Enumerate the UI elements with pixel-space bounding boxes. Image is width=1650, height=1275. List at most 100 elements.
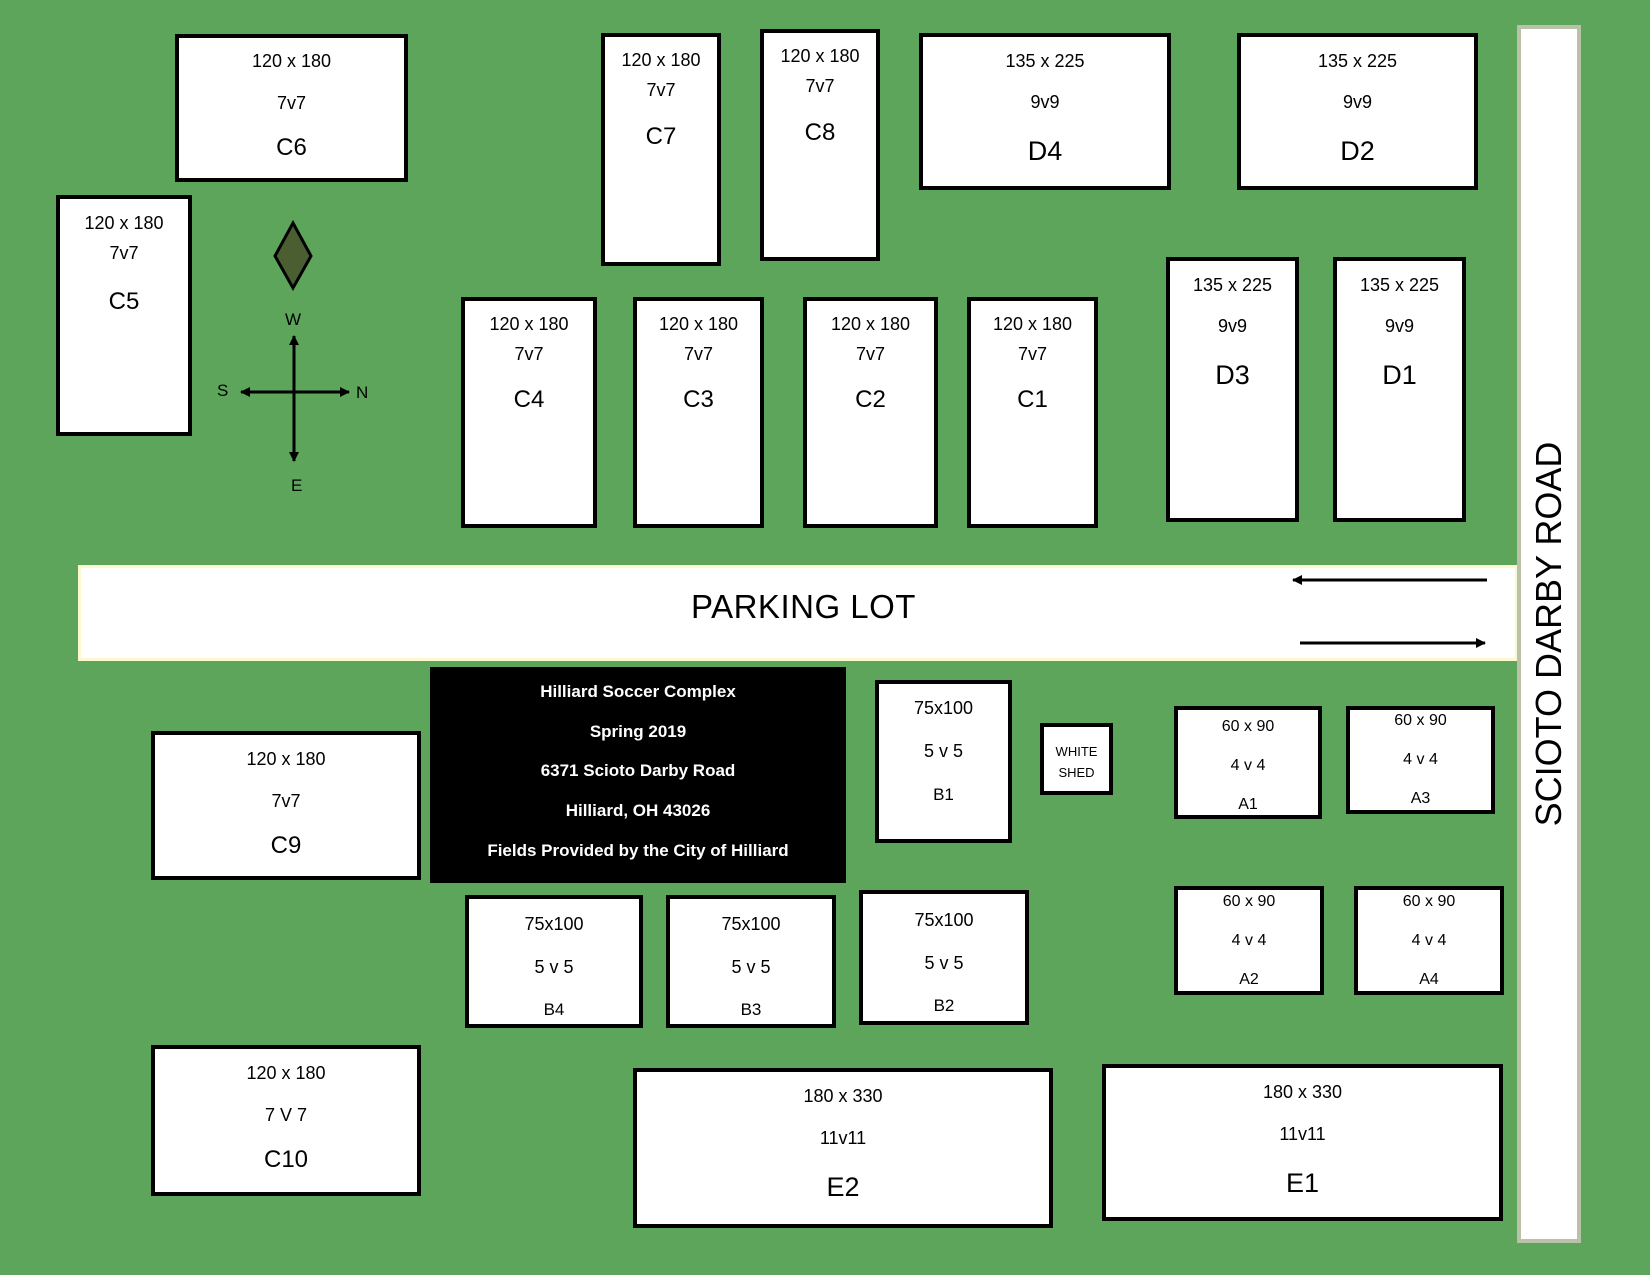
field-format: 11v11 xyxy=(1279,1124,1326,1144)
parking-lot: PARKING LOT xyxy=(78,565,1518,661)
location-marker-icon xyxy=(273,219,313,292)
field-name: C5 xyxy=(108,288,140,315)
field-name: A3 xyxy=(1410,790,1431,807)
field-format: 7v7 xyxy=(271,791,301,811)
field-format: 7v7 xyxy=(109,243,139,263)
field-size: 135 x 225 xyxy=(1005,51,1085,71)
shed-label: WHITE xyxy=(1055,744,1098,759)
field-name: C9 xyxy=(270,832,302,859)
field-c1[interactable]: 120 x 180 7v7 C1 xyxy=(967,297,1098,528)
field-size: 120 x 180 xyxy=(246,749,326,769)
field-name: D2 xyxy=(1340,136,1375,166)
field-format: 4 v 4 xyxy=(1230,757,1266,774)
white-shed: WHITE SHED xyxy=(1040,723,1113,795)
field-name: E1 xyxy=(1285,1168,1320,1198)
field-b2[interactable]: 75x100 5 v 5 B2 xyxy=(859,890,1029,1025)
field-format: 7 V 7 xyxy=(264,1105,308,1125)
scioto-darby-road: SCIOTO DARBY ROAD xyxy=(1517,25,1581,1243)
field-format: 4 v 4 xyxy=(1403,751,1438,768)
field-c10[interactable]: 120 x 180 7 V 7 C10 xyxy=(151,1045,421,1196)
field-c4[interactable]: 120 x 180 7v7 C4 xyxy=(461,297,597,528)
field-d1[interactable]: 135 x 225 9v9 D1 xyxy=(1333,257,1466,522)
field-format: 5 v 5 xyxy=(731,957,771,977)
field-c9[interactable]: 120 x 180 7v7 C9 xyxy=(151,731,421,880)
info-season: Spring 2019 xyxy=(589,722,687,741)
field-format: 7v7 xyxy=(855,344,886,364)
field-name: B2 xyxy=(933,996,955,1015)
field-format: 9v9 xyxy=(1217,316,1248,336)
field-c7[interactable]: 120 x 180 7v7 C7 xyxy=(601,33,721,266)
field-size: 180 x 330 xyxy=(1262,1082,1343,1102)
compass-icon xyxy=(240,335,350,462)
field-a3[interactable]: 60 x 90 4 v 4 A3 xyxy=(1346,706,1495,814)
compass-north-label: N xyxy=(356,383,369,402)
field-size: 135 x 225 xyxy=(1317,51,1398,71)
field-b1[interactable]: 75x100 5 v 5 B1 xyxy=(875,680,1012,843)
field-e2[interactable]: 180 x 330 11v11 E2 xyxy=(633,1068,1053,1228)
field-format: 5 v 5 xyxy=(924,953,964,973)
compass-west-label: W xyxy=(285,310,302,329)
shed-label: SHED xyxy=(1058,765,1095,780)
field-size: 60 x 90 xyxy=(1394,712,1447,729)
field-size: 120 x 180 xyxy=(246,1063,326,1083)
field-size: 120 x 180 xyxy=(84,213,164,233)
field-size: 75x100 xyxy=(524,914,584,934)
field-name: A2 xyxy=(1239,971,1259,988)
field-name: A1 xyxy=(1238,796,1258,813)
field-e1[interactable]: 180 x 330 11v11 E1 xyxy=(1102,1064,1503,1221)
field-format: 4 v 4 xyxy=(1411,932,1447,949)
field-b3[interactable]: 75x100 5 v 5 B3 xyxy=(666,895,836,1028)
field-size: 60 x 90 xyxy=(1402,893,1456,910)
field-size: 135 x 225 xyxy=(1359,275,1440,295)
field-c2[interactable]: 120 x 180 7v7 C2 xyxy=(803,297,938,528)
field-size: 60 x 90 xyxy=(1221,718,1275,735)
field-name: C8 xyxy=(804,119,836,146)
field-d4[interactable]: 135 x 225 9v9 D4 xyxy=(919,33,1171,190)
field-size: 60 x 90 xyxy=(1222,893,1276,910)
field-name: E2 xyxy=(826,1172,860,1202)
field-format: 9v9 xyxy=(1030,92,1060,112)
info-title: Hilliard Soccer Complex xyxy=(540,682,736,701)
compass-east-label: E xyxy=(291,476,303,495)
field-a2[interactable]: 60 x 90 4 v 4 A2 xyxy=(1174,886,1324,995)
field-format: 7v7 xyxy=(514,344,544,364)
field-size: 120 x 180 xyxy=(621,50,701,70)
field-size: 120 x 180 xyxy=(830,314,911,334)
field-b4[interactable]: 75x100 5 v 5 B4 xyxy=(465,895,643,1028)
field-d2[interactable]: 135 x 225 9v9 D2 xyxy=(1237,33,1478,190)
field-format: 9v9 xyxy=(1342,92,1373,112)
field-name: B3 xyxy=(740,1000,762,1019)
field-size: 120 x 180 xyxy=(780,46,860,66)
info-credit: Fields Provided by the City of Hilliard xyxy=(487,841,789,860)
field-format: 7v7 xyxy=(276,93,307,113)
field-c8[interactable]: 120 x 180 7v7 C8 xyxy=(760,29,880,261)
field-a4[interactable]: 60 x 90 4 v 4 A4 xyxy=(1354,886,1504,995)
complex-info-box: Hilliard Soccer Complex Spring 2019 6371… xyxy=(430,667,846,883)
field-format: 5 v 5 xyxy=(923,741,964,761)
field-c5[interactable]: 120 x 180 7v7 C5 xyxy=(56,195,192,436)
field-format: 9v9 xyxy=(1384,316,1415,336)
field-format: 7v7 xyxy=(805,76,835,96)
info-address: 6371 Scioto Darby Road xyxy=(540,761,736,780)
field-size: 135 x 225 xyxy=(1192,275,1273,295)
field-size: 120 x 180 xyxy=(251,51,332,71)
field-a1[interactable]: 60 x 90 4 v 4 A1 xyxy=(1174,706,1322,819)
field-name: C6 xyxy=(276,134,307,161)
field-name: C10 xyxy=(263,1146,309,1173)
field-format: 4 v 4 xyxy=(1231,932,1267,949)
field-c3[interactable]: 120 x 180 7v7 C3 xyxy=(633,297,764,528)
field-size: 75x100 xyxy=(914,910,974,930)
field-format: 5 v 5 xyxy=(534,957,574,977)
field-size: 120 x 180 xyxy=(992,314,1073,334)
field-size: 180 x 330 xyxy=(803,1086,883,1106)
field-format: 11v11 xyxy=(819,1128,867,1148)
field-name: C7 xyxy=(645,123,677,150)
field-d3[interactable]: 135 x 225 9v9 D3 xyxy=(1166,257,1299,522)
field-size: 120 x 180 xyxy=(658,314,739,334)
field-c6[interactable]: 120 x 180 7v7 C6 xyxy=(175,34,408,182)
compass-south-label: S xyxy=(217,381,229,400)
field-size: 120 x 180 xyxy=(489,314,569,334)
field-name: D4 xyxy=(1027,136,1063,166)
parking-lot-label: PARKING LOT xyxy=(691,588,916,625)
